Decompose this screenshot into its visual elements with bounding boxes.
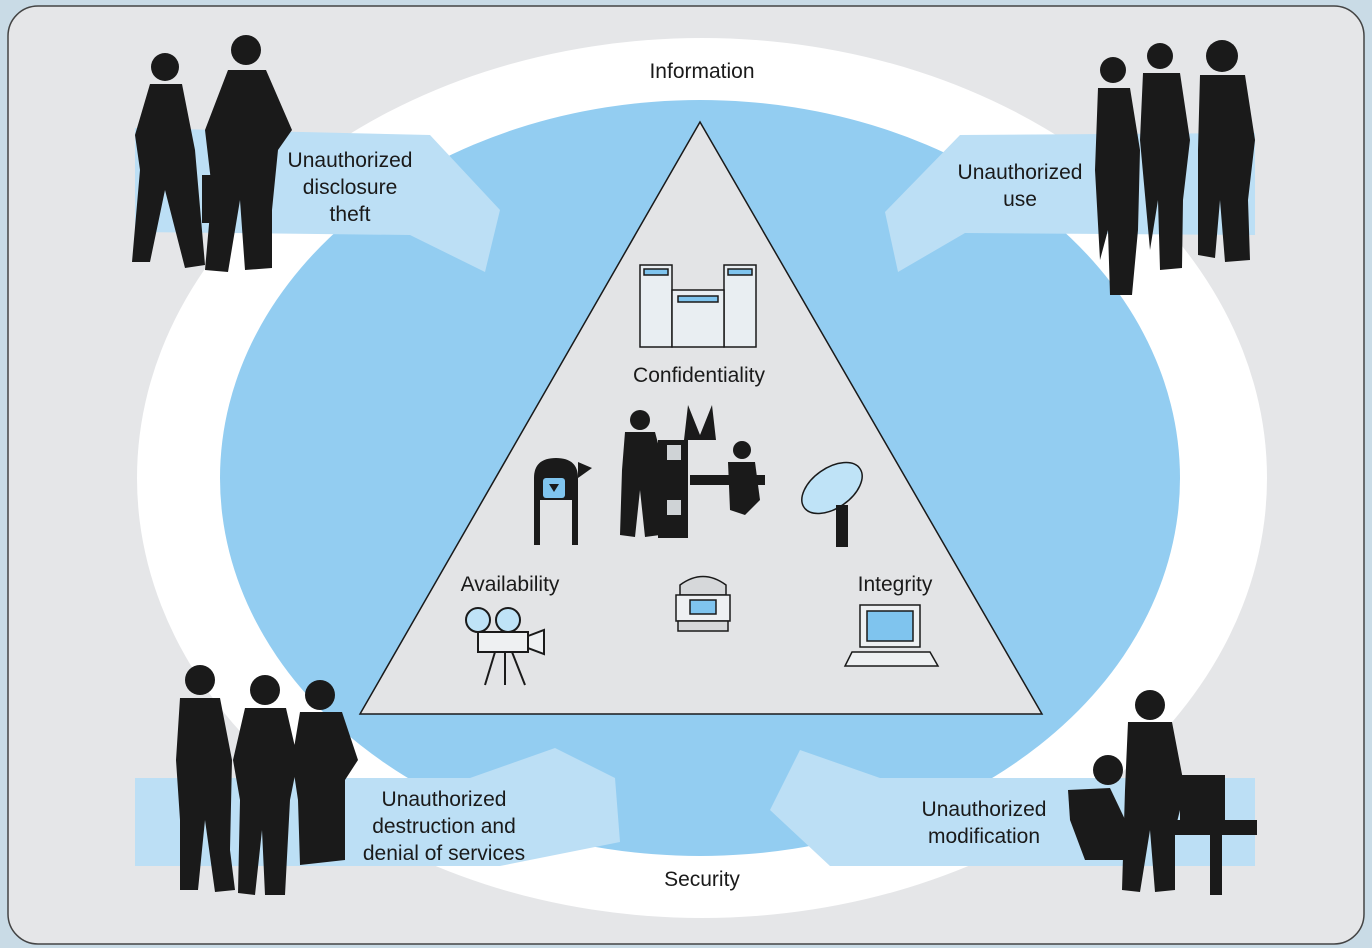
business-people-icon — [176, 665, 358, 895]
threat-use-line: Unauthorized — [957, 161, 1083, 184]
threat-disclosure-label: Unauthorized disclosure theft — [288, 147, 413, 228]
security-label: Security — [664, 868, 740, 891]
threat-modification-label: Unauthorized modification — [922, 796, 1047, 850]
threat-disclosure-line: Unauthorized — [287, 149, 413, 172]
threat-destruction-line: Unauthorized — [381, 788, 507, 811]
threat-destruction-line: destruction and — [372, 815, 516, 838]
mailbox-icon — [534, 458, 592, 545]
threat-disclosure-line: disclosure — [302, 176, 398, 199]
threat-disclosure-line: theft — [329, 203, 371, 226]
threat-destruction-label: Unauthorized destruction and denial of s… — [363, 786, 525, 867]
information-label: Information — [649, 60, 755, 83]
threat-modification-line: modification — [927, 825, 1041, 848]
threat-use-label: Unauthorized use — [958, 159, 1083, 213]
confidentiality-label: Confidentiality — [633, 364, 765, 387]
cia-triangle — [358, 120, 1044, 715]
office-workers-icon — [620, 405, 765, 538]
server-rack-icon — [639, 264, 757, 348]
integrity-label: Integrity — [857, 573, 933, 596]
business-people-icon — [1095, 40, 1255, 295]
business-people-icon — [1068, 690, 1257, 895]
availability-label: Availability — [460, 573, 560, 596]
telephone-icon — [675, 575, 731, 632]
threat-modification-line: Unauthorized — [921, 798, 1047, 821]
business-people-icon — [132, 35, 292, 272]
threat-destruction-line: denial of services — [362, 842, 526, 865]
movie-camera-icon — [465, 607, 545, 686]
satellite-dish-icon — [801, 461, 863, 547]
threat-use-line: use — [1003, 188, 1037, 211]
computer-terminal-icon — [843, 604, 940, 667]
